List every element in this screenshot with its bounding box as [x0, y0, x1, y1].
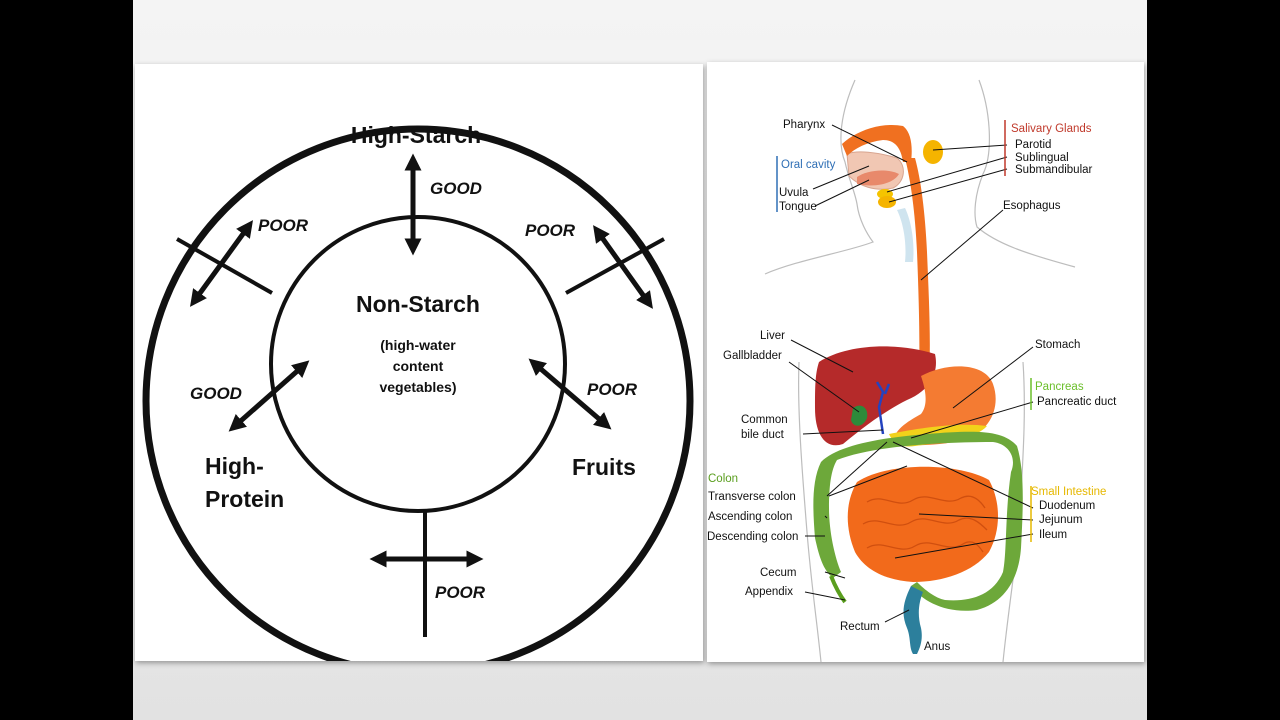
tag-right-poor: POOR [587, 380, 638, 399]
esophagus-shape [905, 158, 930, 380]
label-oral-cavity: Oral cavity [781, 159, 836, 171]
label-non-starch-sub-1: (high-water [380, 337, 456, 353]
label-non-starch-sub-2: content [393, 358, 444, 374]
label-esophagus: Esophagus [1003, 200, 1061, 212]
label-transverse-colon: Transverse colon [708, 491, 796, 503]
label-appendix: Appendix [745, 586, 793, 598]
tag-upper-right-poor: POOR [525, 221, 576, 240]
arrow-upper-left [190, 220, 253, 307]
label-stomach: Stomach [1035, 339, 1080, 351]
label-rectum: Rectum [840, 621, 880, 633]
label-parotid: Parotid [1015, 139, 1051, 151]
arrow-left [228, 360, 310, 432]
outer-ring [142, 125, 694, 661]
tag-left-good: GOOD [190, 384, 242, 403]
trachea-shape [897, 208, 914, 262]
label-liver: Liver [760, 330, 785, 342]
leader-lines [788, 124, 1034, 623]
bile-duct-shape [875, 381, 891, 435]
tongue-shape [857, 170, 899, 186]
label-uvula: Uvula [779, 187, 809, 199]
arrow-upper-right [593, 225, 653, 309]
label-submandibular: Submandibular [1015, 164, 1093, 176]
small-intestine-shape [847, 466, 998, 582]
digestive-system-panel: Pharynx Oral cavity Uvula Tongue Salivar… [707, 62, 1144, 662]
submandibular-gland [878, 196, 896, 208]
label-salivary-glands: Salivary Glands [1011, 123, 1092, 135]
label-ileum: Ileum [1039, 529, 1067, 541]
label-ascending-colon: Ascending colon [708, 511, 792, 523]
label-pancreas: Pancreas [1035, 381, 1084, 393]
label-common-bile-duct-1: Common [741, 414, 788, 426]
label-high-starch: High-Starch [351, 122, 481, 148]
divider-right [565, 237, 665, 295]
label-pharynx: Pharynx [783, 119, 825, 131]
arrow-right [528, 358, 612, 430]
parotid-gland [923, 140, 943, 164]
label-non-starch-sub-3: vegetables) [379, 379, 456, 395]
rectum-shape [903, 586, 923, 654]
tag-bottom-poor: POOR [435, 583, 486, 602]
label-gallbladder: Gallbladder [723, 350, 782, 362]
tag-top-good: GOOD [430, 179, 482, 198]
food-combining-diagram: High-Starch Non-Starch (high-water conte… [142, 122, 694, 661]
label-cecum: Cecum [760, 567, 796, 579]
label-jejunum: Jejunum [1039, 514, 1082, 526]
food-combining-panel: High-Starch Non-Starch (high-water conte… [135, 64, 703, 661]
label-colon: Colon [708, 473, 738, 485]
label-pancreatic-duct: Pancreatic duct [1037, 396, 1117, 408]
label-anus: Anus [924, 641, 950, 653]
tag-upper-left-poor: POOR [258, 216, 309, 235]
label-tongue: Tongue [779, 201, 817, 213]
pharynx-shape [842, 124, 912, 162]
label-sublingual: Sublingual [1015, 152, 1069, 164]
label-fruits: Fruits [572, 454, 636, 480]
gallbladder-shape [851, 405, 868, 426]
label-common-bile-duct-2: bile duct [741, 429, 785, 441]
label-non-starch: Non-Starch [356, 291, 480, 317]
label-high-protein-2: Protein [205, 486, 284, 512]
colon-shape [813, 431, 1023, 611]
label-small-intestine: Small Intestine [1031, 486, 1106, 498]
label-duodenum: Duodenum [1039, 500, 1095, 512]
intestine-folds [862, 495, 988, 553]
liver-shape [815, 346, 936, 446]
label-high-protein-1: High- [205, 453, 264, 479]
digestive-system-diagram: Pharynx Oral cavity Uvula Tongue Salivar… [707, 79, 1117, 662]
label-descending-colon: Descending colon [707, 531, 798, 543]
divider-left [176, 237, 273, 295]
